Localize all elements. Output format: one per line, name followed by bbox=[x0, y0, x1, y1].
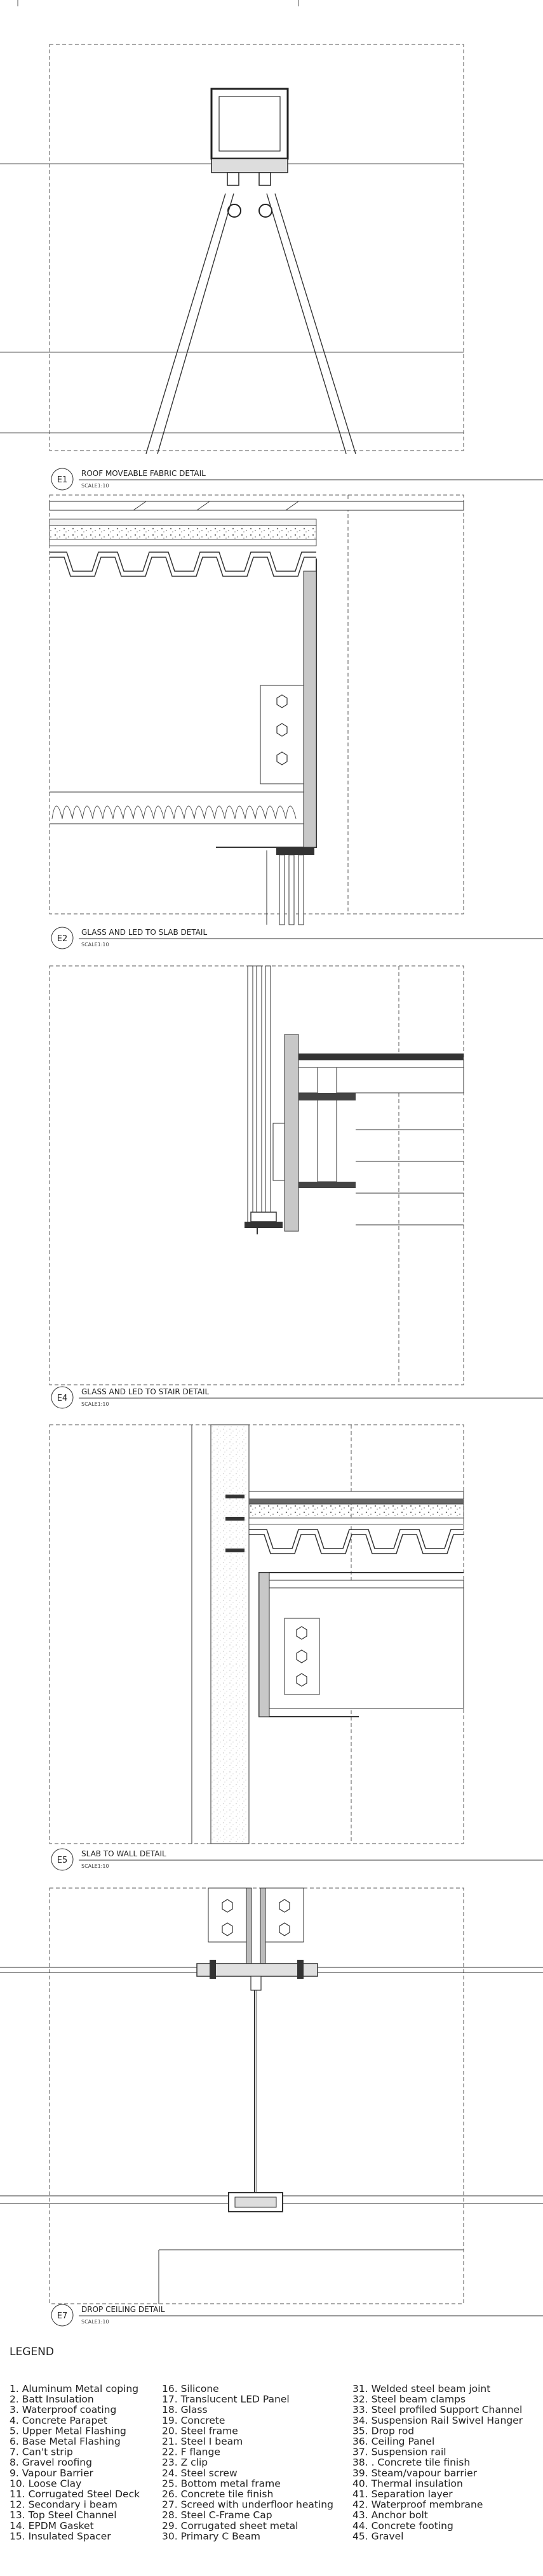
legend-item: 2. Batt Insulation bbox=[10, 2394, 94, 2405]
detail-e7-title-block: E7 DROP CEILING DETAIL SCALE1:10 bbox=[51, 2304, 543, 2327]
legend-item: 1. Aluminum Metal coping bbox=[10, 2383, 138, 2394]
legend-item: 3. Waterproof coating bbox=[10, 2404, 116, 2415]
detail-e4-scale: SCALE1:10 bbox=[81, 1401, 109, 1407]
legend-item: 6. Base Metal Flashing bbox=[10, 2436, 121, 2447]
legend-item: 26. Concrete tile finish bbox=[162, 2488, 273, 2500]
legend-item: 25. Bottom metal frame bbox=[162, 2478, 281, 2489]
detail-e2-drawing bbox=[49, 494, 464, 925]
legend-item: 28. Steel C-Frame Cap bbox=[162, 2509, 272, 2521]
sheet-top-marks bbox=[17, 0, 299, 6]
detail-e5-scale: SCALE1:10 bbox=[81, 1863, 109, 1869]
legend-item: 40. Thermal insulation bbox=[352, 2478, 463, 2489]
legend-item: 31. Welded steel beam joint bbox=[352, 2383, 490, 2394]
legend-item: 35. Drop rod bbox=[352, 2425, 414, 2436]
detail-e2-title: GLASS AND LED TO SLAB DETAIL bbox=[81, 928, 207, 937]
detail-e4-title-block: E4 GLASS AND LED TO STAIR DETAIL SCALE1:… bbox=[51, 1386, 543, 1409]
detail-e4-title: GLASS AND LED TO STAIR DETAIL bbox=[81, 1387, 210, 1396]
legend-item: 7. Can't strip bbox=[10, 2447, 73, 2458]
detail-e4-tag: E4 bbox=[57, 1394, 68, 1403]
legend-item: 16. Silicone bbox=[162, 2383, 219, 2394]
legend-item: 12. Secondary i beam bbox=[10, 2499, 117, 2511]
detail-e2-scale: SCALE1:10 bbox=[81, 942, 109, 948]
legend-item: 42. Waterproof membrane bbox=[352, 2499, 483, 2511]
legend-item: 36. Ceiling Panel bbox=[352, 2436, 434, 2447]
legend-item: 45. Gravel bbox=[352, 2530, 403, 2542]
detail-e7-drawing bbox=[0, 1887, 543, 2304]
detail-e1-tag: E1 bbox=[57, 475, 68, 485]
detail-e7-tag: E7 bbox=[57, 2311, 68, 2321]
detail-e5-drawing bbox=[49, 1424, 464, 1844]
legend-item: 39. Steam/vapour barrier bbox=[352, 2467, 478, 2479]
legend-item: 14. EPDM Gasket bbox=[10, 2520, 94, 2532]
detail-e1-title: ROOF MOVEABLE FABRIC DETAIL bbox=[81, 469, 206, 478]
legend-item: 19. Concrete bbox=[162, 2415, 225, 2426]
legend-item: 30. Primary C Beam bbox=[162, 2530, 260, 2542]
detail-e7-scale: SCALE1:10 bbox=[81, 2319, 109, 2325]
detail-e1-drawing bbox=[0, 44, 464, 454]
detail-e7-title: DROP CEILING DETAIL bbox=[81, 2305, 165, 2314]
legend-item: 27. Screed with underfloor heating bbox=[162, 2499, 333, 2511]
detail-e1-title-block: E1 ROOF MOVEABLE FABRIC DETAIL SCALE1:10 bbox=[51, 468, 543, 491]
legend-item: 23. Z clip bbox=[162, 2457, 208, 2468]
legend-item: 11. Corrugated Steel Deck bbox=[10, 2488, 140, 2500]
legend-item: 44. Concrete footing bbox=[352, 2520, 453, 2532]
legend-item: 4. Concrete Parapet bbox=[10, 2415, 107, 2426]
detail-e5-title: SLAB TO WALL DETAIL bbox=[81, 1849, 166, 1858]
legend-item: 18. Glass bbox=[162, 2404, 208, 2415]
legend-item: 17. Translucent LED Panel bbox=[162, 2394, 290, 2405]
legend-item: 24. Steel screw bbox=[162, 2467, 238, 2479]
legend-item: 20. Steel frame bbox=[162, 2425, 238, 2436]
detail-e1-scale: SCALE1:10 bbox=[81, 483, 109, 489]
legend-item: 43. Anchor bolt bbox=[352, 2509, 428, 2521]
legend-item: 15. Insulated Spacer bbox=[10, 2530, 111, 2542]
detail-e5-tag: E5 bbox=[57, 1856, 68, 1865]
legend-item: 38. . Concrete tile finish bbox=[352, 2457, 470, 2468]
legend-item: 9. Vapour Barrier bbox=[10, 2467, 94, 2479]
detail-e2-tag: E2 bbox=[57, 934, 68, 944]
detail-e2-title-block: E2 GLASS AND LED TO SLAB DETAIL SCALE1:1… bbox=[51, 927, 543, 949]
legend-item: 29. Corrugated sheet metal bbox=[162, 2520, 298, 2532]
legend-item: 41. Separation layer bbox=[352, 2488, 453, 2500]
legend-item: 32. Steel beam clamps bbox=[352, 2394, 466, 2405]
legend-item: 37. Suspension rail bbox=[352, 2447, 446, 2458]
legend-item: 13. Top Steel Channel bbox=[10, 2509, 117, 2521]
detail-e5-title-block: E5 SLAB TO WALL DETAIL SCALE1:10 bbox=[51, 1848, 543, 1871]
legend-item: 33. Steel profiled Support Channel bbox=[352, 2404, 522, 2415]
legend-heading: LEGEND bbox=[10, 2346, 54, 2358]
detail-e4-drawing bbox=[49, 965, 464, 1385]
legend-item: 21. Steel I beam bbox=[162, 2436, 243, 2447]
legend-item: 5. Upper Metal Flashing bbox=[10, 2425, 126, 2436]
legend-item: 22. F flange bbox=[162, 2447, 220, 2458]
legend-item: 34. Suspension Rail Swivel Hanger bbox=[352, 2415, 523, 2426]
legend-item: 8. Gravel roofing bbox=[10, 2457, 92, 2468]
legend-item: 10. Loose Clay bbox=[10, 2478, 81, 2489]
